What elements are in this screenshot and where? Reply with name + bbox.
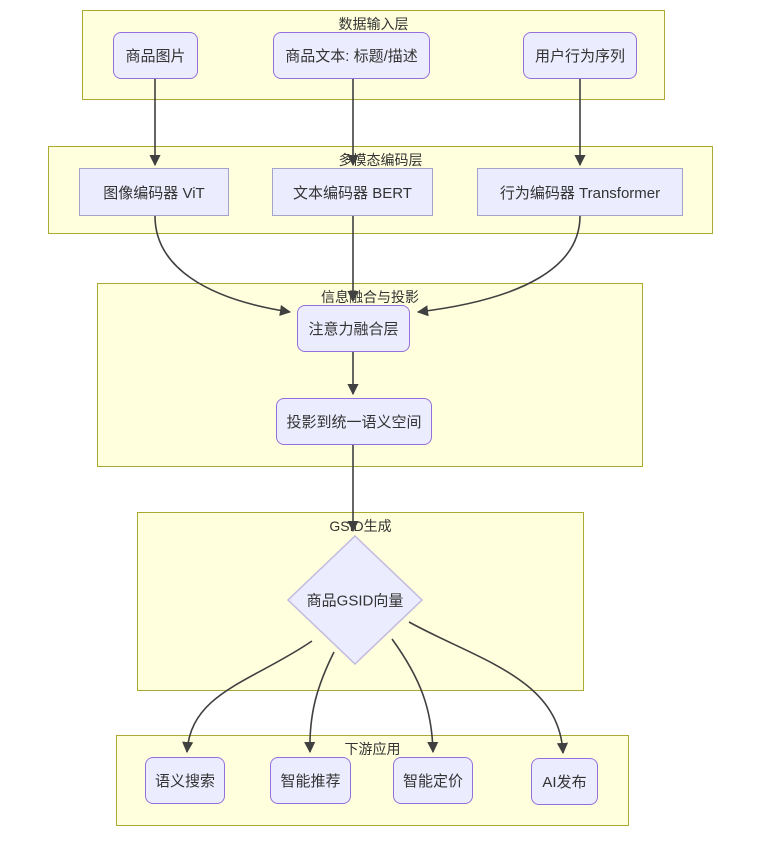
- cluster-label-downstream: 下游应用: [344, 741, 401, 757]
- node-product-image: 商品图片: [113, 32, 198, 79]
- node-user-behavior-label: 用户行为序列: [534, 48, 625, 65]
- node-user-behavior: 用户行为序列: [523, 32, 637, 79]
- node-ai-publish-label: AI发布: [542, 774, 587, 791]
- cluster-label-encoding: 多模态编码层: [338, 152, 423, 168]
- node-attention-label: 注意力融合层: [308, 321, 399, 338]
- diamond-polygon: [286, 534, 424, 666]
- node-gsid-vector-label: 商品GSID向量: [306, 592, 404, 610]
- node-product-image-label: 商品图片: [125, 48, 186, 65]
- node-semantic-search: 语义搜索: [145, 757, 225, 804]
- node-gsid-vector-diamond: 商品GSID向量: [286, 534, 424, 666]
- node-text-encoder-bert: 文本编码器 BERT: [272, 168, 433, 216]
- node-smart-recommend-label: 智能推荐: [280, 773, 341, 790]
- node-transformer-label: 行为编码器 Transformer: [499, 184, 661, 202]
- cluster-label-fusion: 信息融合与投影: [321, 289, 419, 305]
- cluster-label-gsid: GSID生成: [329, 518, 392, 534]
- node-vit-label: 图像编码器 ViT: [103, 184, 205, 202]
- node-bert-label: 文本编码器 BERT: [293, 184, 412, 202]
- node-smart-recommend: 智能推荐: [270, 757, 351, 804]
- node-image-encoder-vit: 图像编码器 ViT: [79, 168, 229, 216]
- node-smart-pricing: 智能定价: [393, 757, 473, 804]
- node-projection: 投影到统一语义空间: [276, 398, 432, 445]
- node-ai-publish: AI发布: [531, 758, 598, 805]
- node-semantic-search-label: 语义搜索: [154, 773, 215, 790]
- node-behavior-encoder-transformer: 行为编码器 Transformer: [477, 168, 683, 216]
- cluster-label-data-input: 数据输入层: [338, 16, 409, 32]
- diamond-shape-icon: [286, 534, 424, 666]
- node-smart-pricing-label: 智能定价: [402, 773, 463, 790]
- node-product-text: 商品文本: 标题/描述: [273, 32, 430, 79]
- node-product-text-label: 商品文本: 标题/描述: [285, 48, 418, 65]
- node-projection-label: 投影到统一语义空间: [286, 414, 422, 431]
- node-attention-fusion: 注意力融合层: [297, 305, 410, 352]
